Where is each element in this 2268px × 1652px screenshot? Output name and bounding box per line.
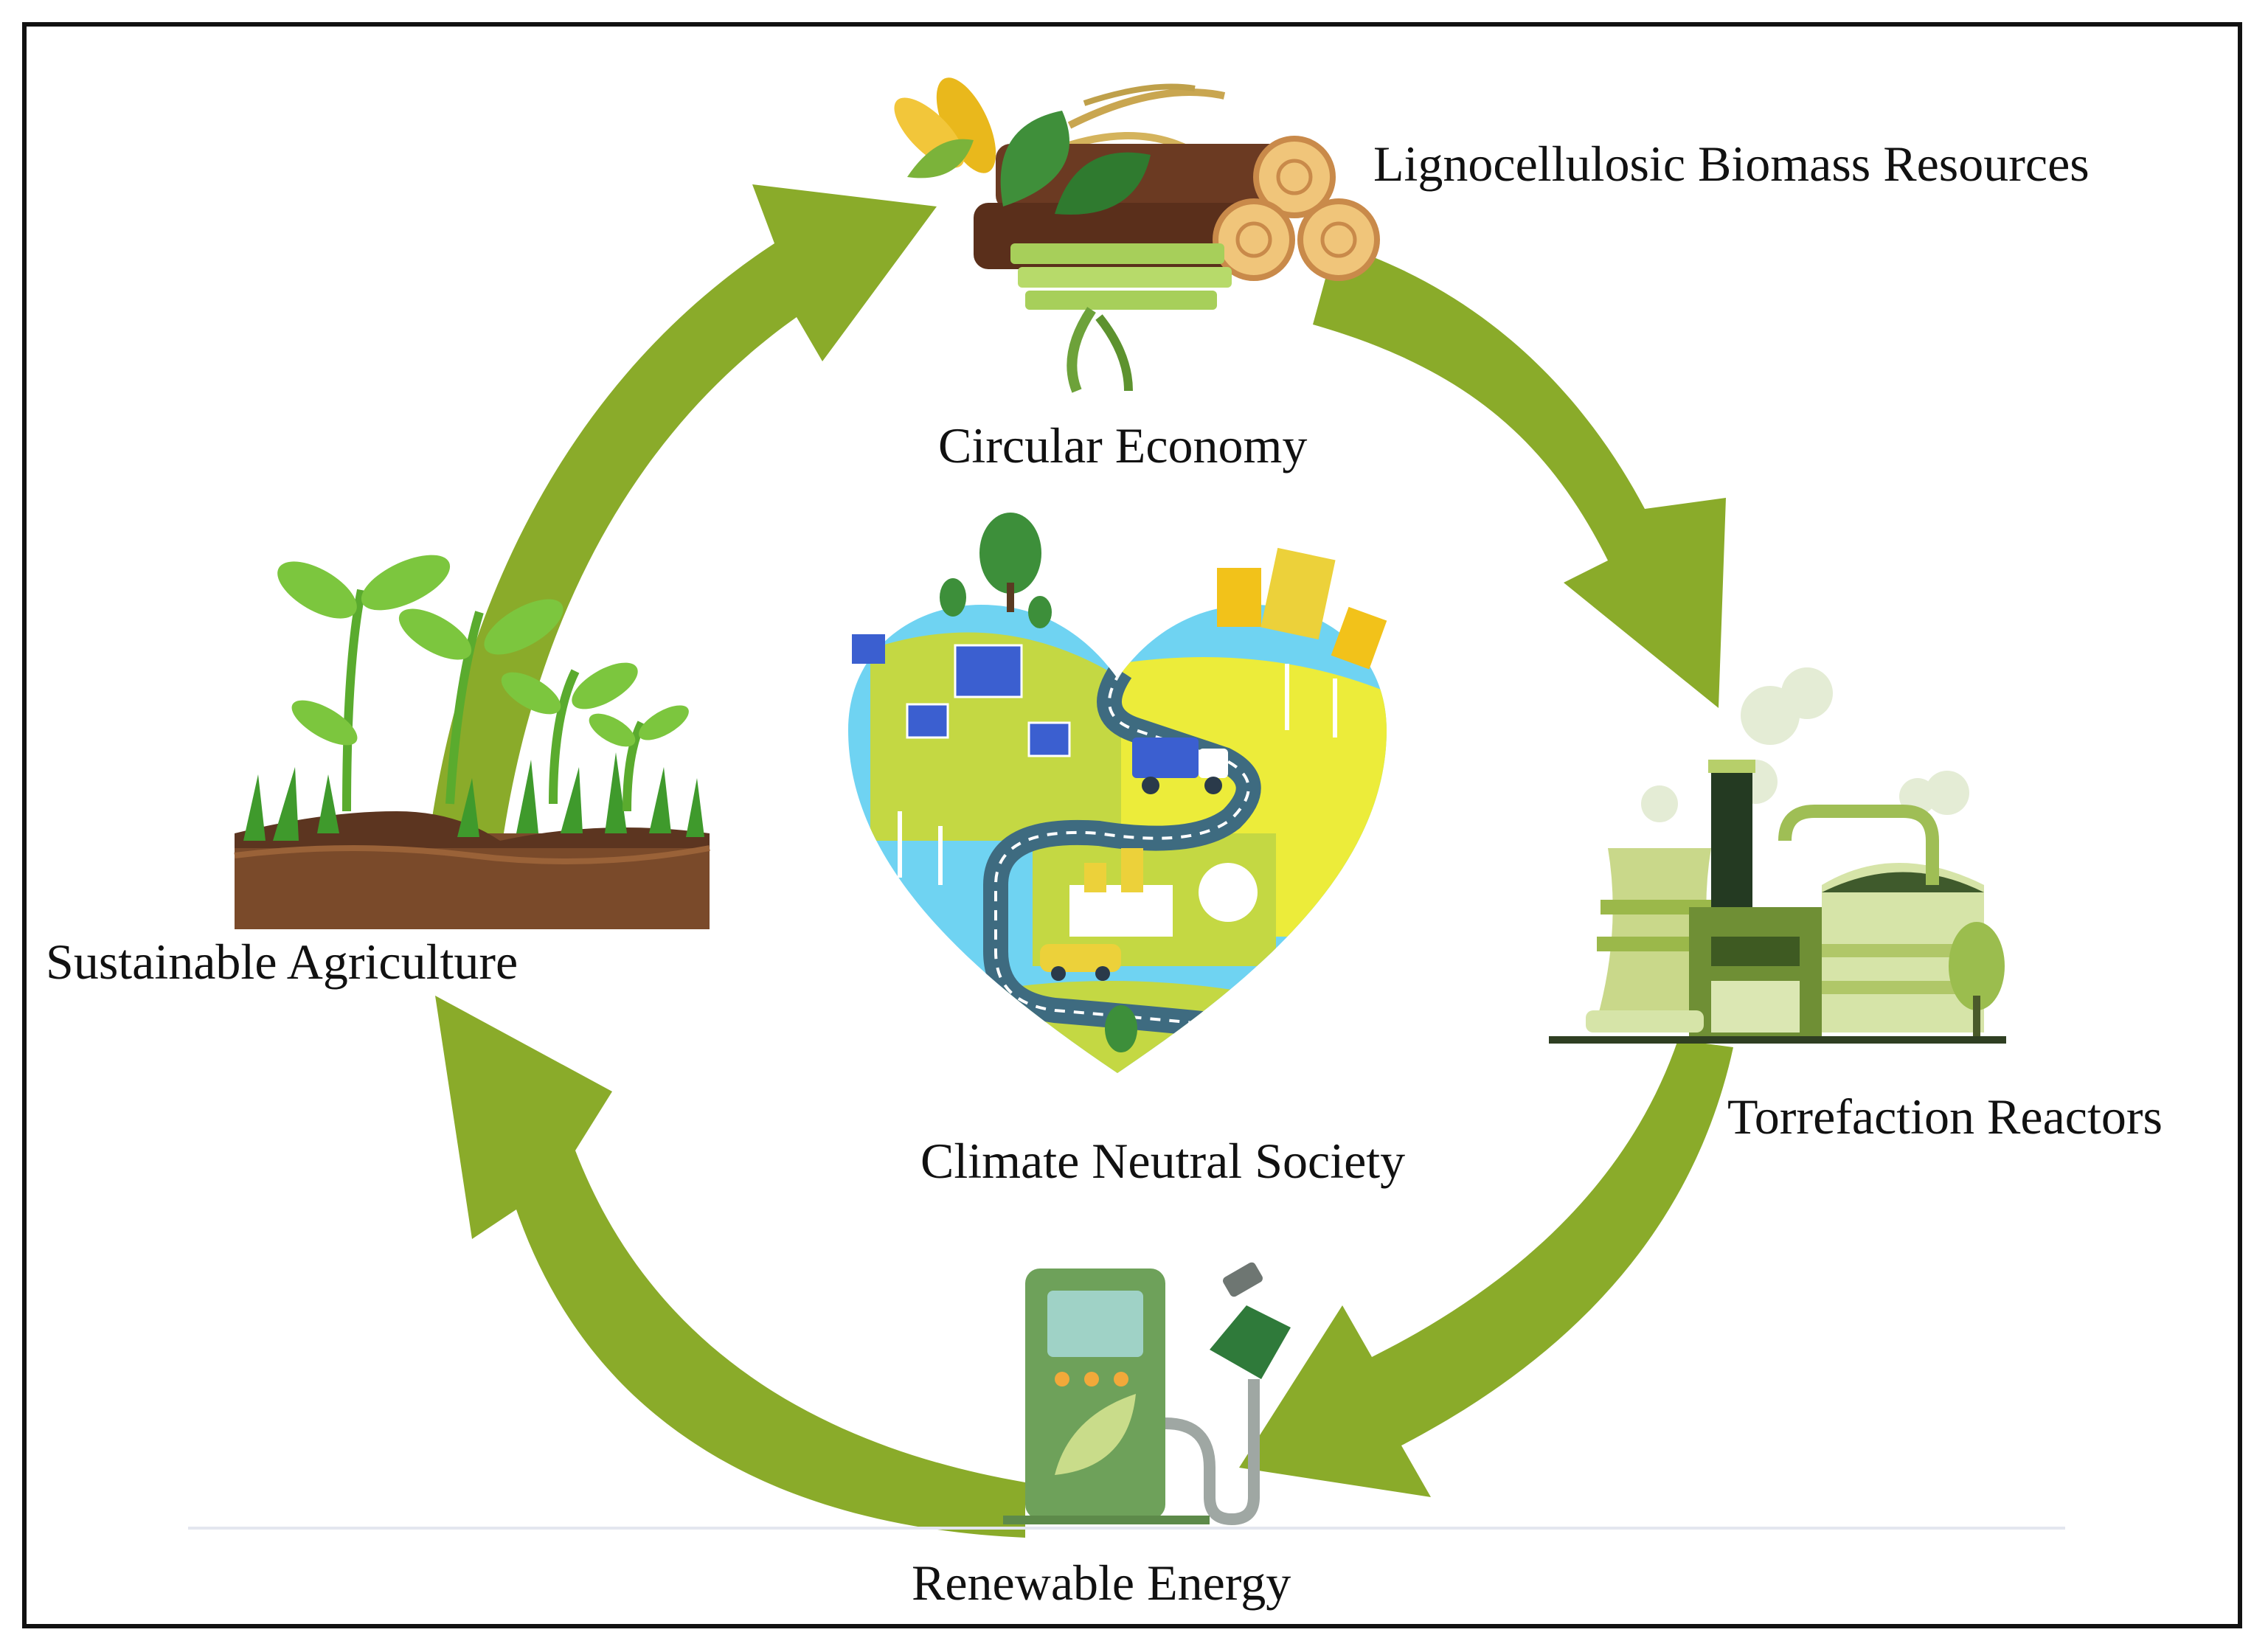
factory-reactor-icon [1549, 667, 2006, 1044]
label-circular-economy: Circular Economy [938, 417, 1308, 473]
biomass-logs-crops-icon [894, 77, 1380, 393]
solar-panel [954, 644, 1023, 698]
cycle-arrows [428, 184, 1733, 1538]
arrow-energy-to-agriculture [435, 996, 1025, 1538]
arrow-reactors-to-energy [1239, 1040, 1733, 1497]
arrow-biomass-to-reactors [1313, 243, 1726, 708]
fuel-pump-icon [1003, 1262, 1291, 1526]
label-sustainable-agriculture: Sustainable Agriculture [46, 934, 519, 990]
plant-seedlings-soil-icon [234, 555, 710, 929]
label-renewable-energy: Renewable Energy [912, 1555, 1291, 1611]
label-torrefaction-reactors: Torrefaction Reactors [1727, 1089, 2163, 1145]
arrow-agriculture-to-biomass [428, 184, 937, 848]
label-climate-neutral-society: Climate Neutral Society [920, 1133, 1406, 1189]
heart-city-landscape-icon [848, 513, 1387, 1073]
label-lignocellulosic-biomass: Lignocellulosic Biomass Resources [1373, 136, 2090, 192]
